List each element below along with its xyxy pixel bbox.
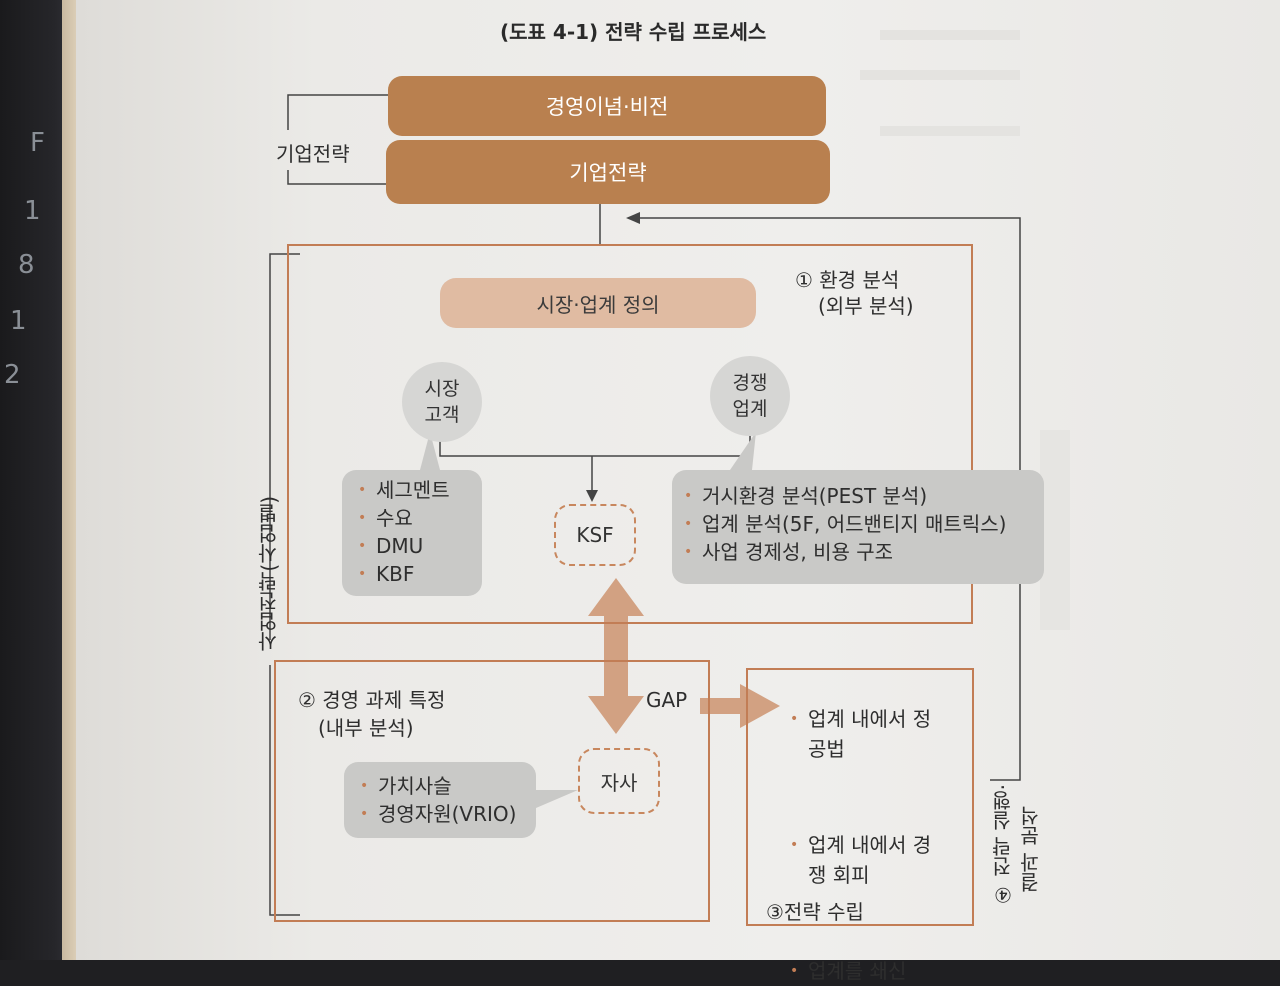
competition-bubble-tail — [730, 432, 756, 470]
spine-char-5: 2 — [4, 360, 21, 390]
business-bracket-top — [269, 253, 300, 640]
bleed-through — [880, 30, 1020, 40]
competition-item: 업계 분석(5F, 어드밴티지 매트릭스) — [684, 510, 1006, 538]
bullet-dot: • — [790, 837, 799, 853]
management-bubble-tail — [536, 790, 578, 808]
strategy-items-list: • 업계 내에서 정 공법 • 업계 내에서 경 쟁 회피 • 업계를 쇄신 — [790, 704, 931, 983]
strategy-heading: ③전략 수립 — [766, 900, 864, 924]
market-item: DMU — [358, 532, 450, 560]
environment-heading: ① 환경 분석 — [795, 268, 900, 292]
execution-label-line2: 결과 분석 — [1019, 806, 1043, 893]
competition-items-list: 거시환경 분석(PEST 분석) 업계 분석(5F, 어드밴티지 매트릭스) 사… — [684, 482, 1006, 566]
bleed-through — [860, 70, 1020, 80]
strategy-item: • 업계 내에서 정 공법 — [790, 704, 931, 764]
spine-char-1: F — [30, 128, 45, 158]
spine-char-3: 8 — [18, 250, 35, 280]
strategy-item-line: 업계를 쇄신 — [808, 959, 907, 983]
feedback-arrowhead — [626, 212, 640, 224]
management-subheading: (내부 분석) — [318, 716, 414, 740]
bracket-bottom — [287, 170, 388, 185]
management-item: 경영자원(VRIO) — [360, 800, 516, 828]
figure-title: (도표 4-1) 전략 수립 프로세스 — [500, 20, 767, 44]
gap-label: GAP — [646, 688, 688, 712]
bracket-top — [287, 94, 388, 130]
business-strategy-label: 사업전략(사업별) — [257, 496, 281, 652]
market-bubble-tail — [420, 432, 440, 470]
spine-char-4: 1 — [10, 306, 27, 336]
environment-analysis-box — [287, 244, 973, 624]
bullet-dot: • — [790, 711, 799, 727]
corporate-strategy-label: 기업전략 — [276, 142, 350, 166]
strategy-item-line: 업계 내에서 정 — [808, 707, 932, 731]
ksf-box: KSF — [554, 504, 636, 566]
market-item: 수요 — [358, 504, 450, 532]
spine-char-2: 1 — [24, 196, 41, 226]
bullet-dot: • — [790, 963, 799, 979]
management-heading: ② 경영 과제 특정 — [298, 688, 446, 712]
vision-bar: 경영이념·비전 — [388, 76, 826, 136]
strategy-item-line: 업계 내에서 경 — [808, 833, 932, 857]
management-issue-box — [274, 660, 710, 922]
strategy-item: • 업계를 쇄신 — [790, 956, 931, 986]
gap-right-arrow — [700, 684, 780, 728]
bleed-through — [1040, 430, 1070, 630]
bleed-through — [880, 126, 1020, 136]
strategy-item-line: 공법 — [808, 737, 845, 761]
strategy-item-line: 쟁 회피 — [808, 863, 870, 887]
environment-subheading: (외부 분석) — [818, 294, 914, 318]
gap-double-arrow — [588, 578, 644, 734]
ksf-arrowhead — [586, 490, 598, 502]
strategy-formulation-box — [746, 668, 974, 926]
competition-item: 사업 경제성, 비용 구조 — [684, 538, 1006, 566]
management-item: 가치사슬 — [360, 772, 516, 800]
strategy-item: • 업계 내에서 경 쟁 회피 — [790, 830, 931, 890]
market-definition-pill: 시장·업계 정의 — [440, 278, 756, 328]
market-item: 세그멘트 — [358, 476, 450, 504]
execution-label-line1: ④ 전략 실행· — [991, 784, 1015, 908]
management-items-list: 가치사슬 경영자원(VRIO) — [360, 772, 516, 828]
company-box: 자사 — [578, 748, 660, 814]
business-bracket-bottom — [269, 665, 300, 916]
market-item: KBF — [358, 560, 450, 588]
corporate-strategy-bar: 기업전략 — [386, 140, 830, 204]
market-items-list: 세그멘트 수요 DMU KBF — [358, 476, 450, 588]
competition-item: 거시환경 분석(PEST 분석) — [684, 482, 1006, 510]
